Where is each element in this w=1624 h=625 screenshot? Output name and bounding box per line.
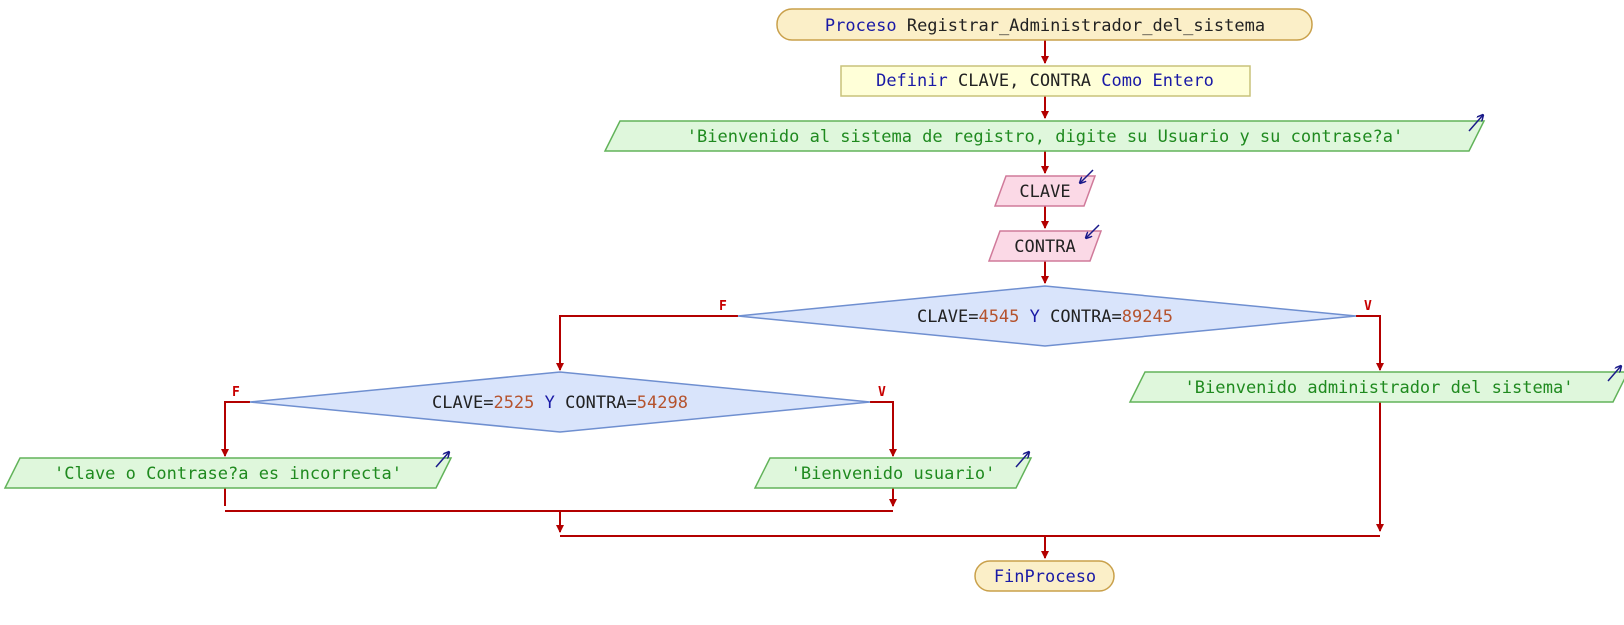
- output-arrow-icon: [1015, 452, 1029, 468]
- connector-cond2-false: [221, 401, 250, 457]
- connector-cond1-true: [1356, 315, 1384, 371]
- decision-2-condition: CLAVE=2525 Y CONTRA=54298: [432, 393, 688, 413]
- decision-2-false-label: F: [232, 385, 240, 400]
- end-terminal: FinProceso: [974, 560, 1115, 592]
- process-name: Registrar_Administrador_del_sistema: [907, 16, 1265, 36]
- input-contra-text: CONTRA: [1014, 237, 1075, 257]
- input-arrow-icon: [1086, 224, 1100, 238]
- output-arrow-icon: [1468, 115, 1483, 132]
- input-contra: CONTRA: [987, 224, 1103, 262]
- start-terminal: Proceso Registrar_Administrador_del_sist…: [776, 8, 1313, 41]
- input-clave: CLAVE: [993, 169, 1097, 207]
- decision-1-condition: CLAVE=4545 Y CONTRA=89245: [917, 307, 1173, 327]
- output-admin-text: 'Bienvenido administrador del sistema': [1185, 378, 1574, 398]
- define-como: Como: [1101, 71, 1142, 91]
- decision-1: CLAVE=4545 Y CONTRA=89245 F V: [719, 285, 1372, 347]
- input-arrow-icon: [1080, 169, 1094, 183]
- decision-2-true-label: V: [878, 385, 886, 400]
- input-clave-text: CLAVE: [1019, 182, 1070, 202]
- output-welcome: 'Bienvenido al sistema de registro, digi…: [603, 115, 1486, 152]
- output-arrow-icon: [435, 452, 449, 468]
- output-user: 'Bienvenido usuario': [753, 452, 1033, 489]
- define-vars: CLAVE, CONTRA: [958, 71, 1091, 91]
- output-user-text: 'Bienvenido usuario': [791, 464, 996, 484]
- connector-cond1-false: [556, 315, 738, 371]
- output-welcome-text: 'Bienvenido al sistema de registro, digi…: [687, 127, 1403, 147]
- decision-1-false-label: F: [719, 299, 727, 314]
- define-keyword: Definir: [876, 71, 948, 91]
- svg-text:Proceso Registrar_Administrado: Proceso Registrar_Administrador_del_sist…: [825, 16, 1265, 36]
- start-keyword: Proceso: [825, 16, 897, 36]
- svg-text:Definir CLAVE, CONTRA Como Ent: Definir CLAVE, CONTRA Como Entero: [876, 71, 1214, 91]
- end-keyword: FinProceso: [994, 567, 1096, 587]
- connectors: [221, 40, 1384, 559]
- decision-2: CLAVE=2525 Y CONTRA=54298 F V: [232, 371, 886, 433]
- output-admin: 'Bienvenido administrador del sistema': [1128, 366, 1624, 403]
- output-incorrect-text: 'Clave o Contrase?a es incorrecta': [54, 464, 402, 484]
- decision-1-true-label: V: [1364, 299, 1372, 314]
- connector-cond2-true: [870, 401, 897, 457]
- output-arrow-icon: [1607, 366, 1621, 382]
- define-type: Entero: [1153, 71, 1214, 91]
- define-block: Definir CLAVE, CONTRA Como Entero: [840, 65, 1251, 97]
- output-incorrect: 'Clave o Contrase?a es incorrecta': [3, 452, 453, 489]
